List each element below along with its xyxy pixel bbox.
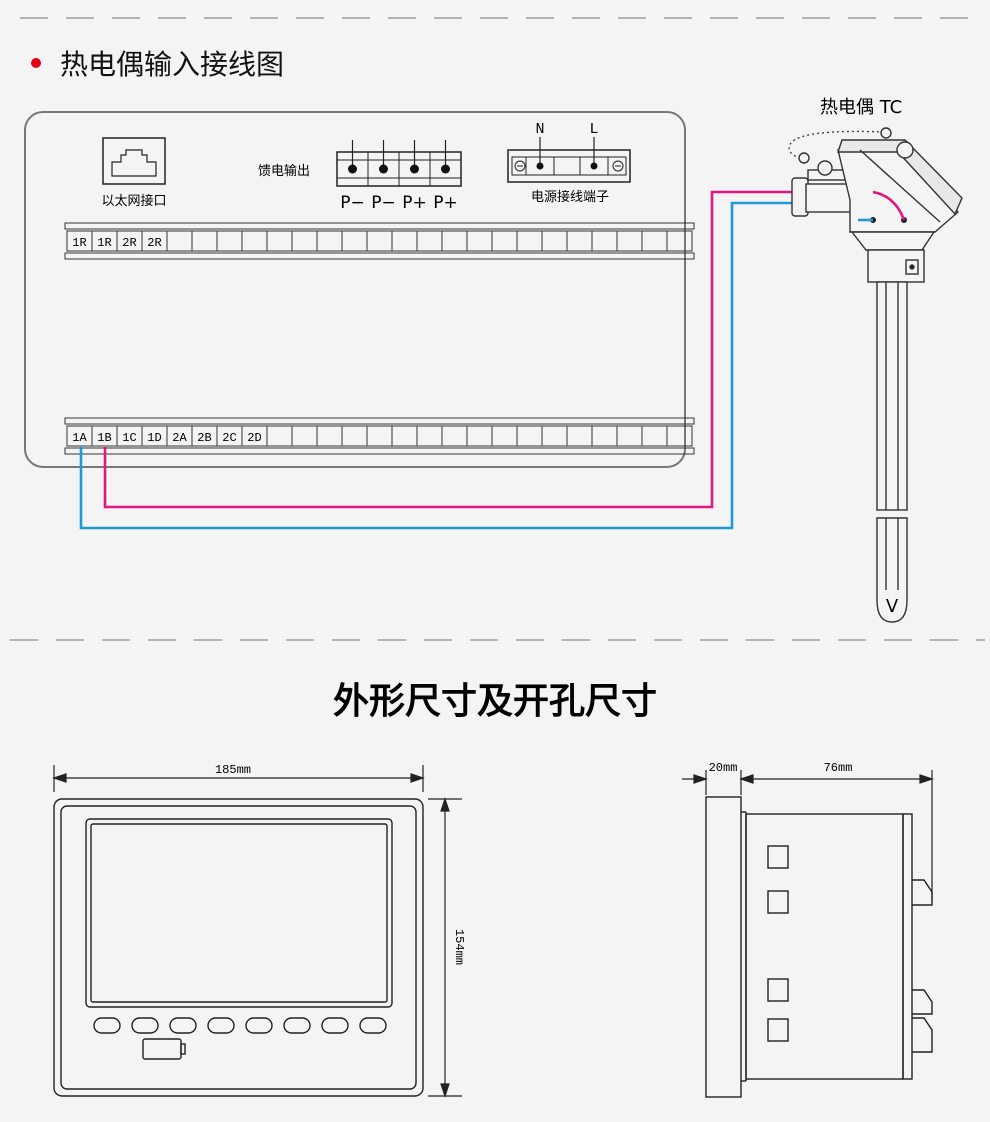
lower-terminal-cell bbox=[666, 425, 693, 447]
feed-terminal-label: P− bbox=[340, 193, 365, 213]
lower-terminal-label: 2A bbox=[172, 431, 187, 445]
front-panel-button bbox=[207, 1017, 235, 1034]
power-terminal-screw-icon bbox=[536, 162, 544, 170]
controller-rear-panel bbox=[24, 111, 686, 468]
lower-terminal-label: 2C bbox=[222, 431, 236, 445]
front-width-dimension bbox=[52, 765, 425, 792]
front-panel-button bbox=[131, 1017, 159, 1034]
power-terminal-label: L bbox=[589, 121, 598, 138]
feed-output-terminal-block: P− P− P+ P+ bbox=[336, 140, 462, 213]
front-usb-slot bbox=[142, 1038, 182, 1060]
front-panel-button bbox=[283, 1017, 311, 1034]
front-button-row bbox=[93, 1017, 387, 1034]
lower-terminal-label: 1A bbox=[72, 431, 87, 445]
ethernet-label: 以太网接口 bbox=[101, 193, 166, 209]
front-height-dimension bbox=[428, 797, 462, 1098]
feed-terminal-label: P+ bbox=[433, 193, 458, 213]
side-depth-dimension bbox=[682, 770, 934, 900]
lower-terminal-label: 1D bbox=[147, 431, 161, 445]
lower-terminal-strip: 1A 1B 1C 1D 2A 2B 2C 2D bbox=[64, 417, 695, 455]
feed-terminal-label: P− bbox=[371, 193, 396, 213]
title-bullet-icon bbox=[31, 58, 41, 68]
side-front-depth-label: 20mm bbox=[709, 761, 738, 775]
lower-terminal-label: 2D bbox=[247, 431, 261, 445]
side-view bbox=[705, 796, 933, 1098]
front-panel-button bbox=[93, 1017, 121, 1034]
feed-terminal-label: P+ bbox=[402, 193, 427, 213]
feed-terminal-screw-icon bbox=[348, 164, 357, 174]
front-width-label: 185mm bbox=[215, 763, 251, 777]
power-terminal-screw-icon bbox=[590, 162, 598, 170]
pink-wire-end bbox=[872, 190, 906, 221]
front-panel-button bbox=[321, 1017, 349, 1034]
lower-terminal-label: 1C bbox=[122, 431, 136, 445]
feed-output-label: 馈电输出 bbox=[258, 163, 310, 179]
wiring-title: 热电偶输入接线图 bbox=[60, 48, 284, 81]
rj45-icon bbox=[111, 149, 157, 177]
mount-screw-icon bbox=[612, 160, 624, 172]
mount-screw-icon bbox=[514, 160, 526, 172]
upper-terminal-label: 1R bbox=[72, 236, 86, 250]
upper-terminal-label: 2R bbox=[147, 236, 161, 250]
feed-terminal-screw-icon bbox=[410, 164, 419, 174]
dimension-title: 外形尺寸及开孔尺寸 bbox=[333, 681, 657, 722]
upper-terminal-strip: 1R 1R 2R 2R bbox=[64, 222, 695, 260]
feed-terminal-screw-icon bbox=[441, 164, 450, 174]
feed-terminal-screw-icon bbox=[379, 164, 388, 174]
front-view bbox=[53, 798, 424, 1097]
front-panel-button bbox=[169, 1017, 197, 1034]
thermocouple-label: 热电偶 TC bbox=[820, 97, 902, 118]
front-height-label: 154mm bbox=[452, 929, 466, 965]
upper-terminal-cell bbox=[666, 230, 693, 252]
upper-terminal-label: 2R bbox=[122, 236, 136, 250]
probe-tip-label: V bbox=[886, 596, 899, 617]
thermocouple-probe bbox=[788, 127, 963, 623]
side-body-depth-label: 76mm bbox=[824, 761, 853, 775]
ethernet-port bbox=[102, 137, 166, 185]
lower-terminal-label: 2B bbox=[197, 431, 211, 445]
power-label: 电源接线端子 bbox=[531, 189, 609, 205]
front-panel-button bbox=[359, 1017, 387, 1034]
upper-terminal-label: 1R bbox=[97, 236, 111, 250]
lower-terminal-label: 1B bbox=[97, 431, 111, 445]
power-terminal-label: N bbox=[535, 121, 544, 138]
front-panel-button bbox=[245, 1017, 273, 1034]
